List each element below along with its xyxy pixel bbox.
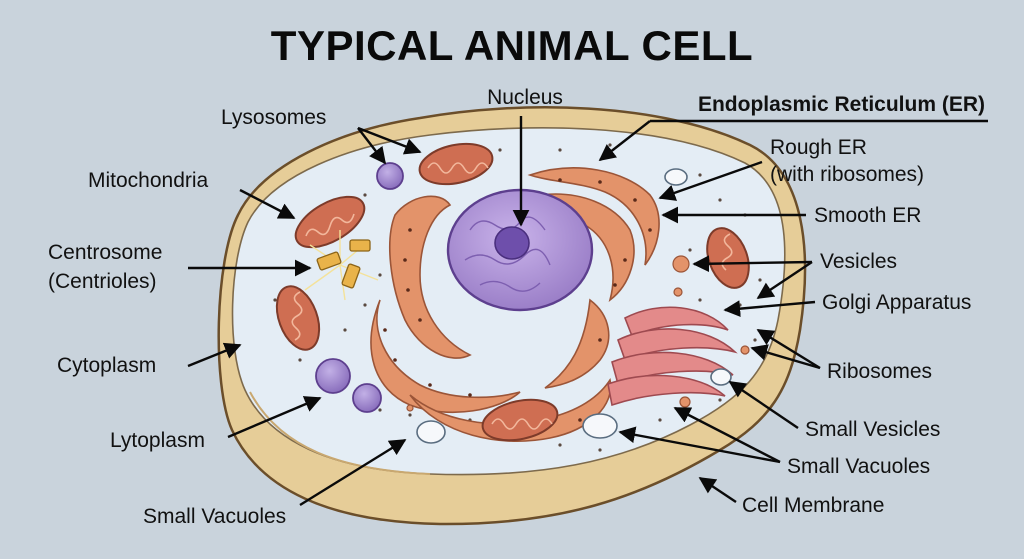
vacuoles (416, 168, 732, 444)
label-cytoplasm: Cytoplasm (57, 354, 156, 377)
leader-small-vesicles (728, 381, 799, 429)
leader-small-vacuoles-left (299, 438, 407, 507)
leader-lysosomes-2 (357, 126, 422, 155)
diagram-title: TYPICAL ANIMAL CELL (271, 22, 753, 69)
leader-vesicles-1 (692, 255, 813, 273)
er-ribosome-dots (383, 178, 652, 432)
mitochondria-group (275, 142, 750, 442)
label-mitochondria: Mitochondria (88, 169, 209, 192)
label-vesicles: Vesicles (820, 250, 897, 273)
label-golgi: Golgi Apparatus (822, 291, 971, 314)
leader-er (598, 120, 651, 162)
label-lysosomes: Lysosomes (221, 106, 326, 129)
leader-lytoplasm (227, 396, 322, 439)
label-rough-er-1: Rough ER (770, 136, 867, 159)
label-nucleus: Nucleus (487, 86, 563, 109)
small-vesicles-dots (406, 255, 750, 412)
label-centrosome-1: Centrosome (48, 241, 162, 264)
label-er-heading: Endoplasmic Reticulum (ER) (698, 93, 985, 116)
leader-small-vacuoles-right-2 (618, 426, 781, 464)
leader-cytoplasm (187, 342, 242, 368)
label-lytoplasm: Lytoplasm (110, 429, 205, 452)
label-cell-membrane: Cell Membrane (742, 494, 884, 517)
centrosome (304, 230, 379, 301)
nucleolus (494, 226, 530, 260)
leader-golgi (723, 300, 816, 318)
leader-ribosomes-2 (750, 344, 821, 370)
label-rough-er-2: (with ribosomes) (770, 163, 924, 186)
leader-cell-membrane (698, 477, 737, 503)
leader-rough-er (658, 160, 763, 201)
label-small-vacuoles-left: Small Vacuoles (143, 505, 286, 528)
label-ribosomes: Ribosomes (827, 360, 932, 383)
golgi-apparatus (607, 306, 738, 407)
lysosomes (315, 162, 404, 413)
label-small-vacuoles-right: Small Vacuoles (787, 455, 930, 478)
membrane-rim-shadow (249, 391, 431, 475)
leader-vesicles-2 (756, 261, 813, 299)
label-small-vesicles: Small Vesicles (805, 418, 940, 441)
label-smooth-er: Smooth ER (814, 204, 921, 227)
label-centrosome-2: (Centrioles) (48, 270, 157, 293)
leader-small-vacuoles-right-1 (673, 406, 781, 464)
leader-ribosomes-1 (756, 328, 821, 370)
leader-lysosomes-1 (357, 127, 387, 165)
leader-mitochondria (239, 188, 296, 220)
